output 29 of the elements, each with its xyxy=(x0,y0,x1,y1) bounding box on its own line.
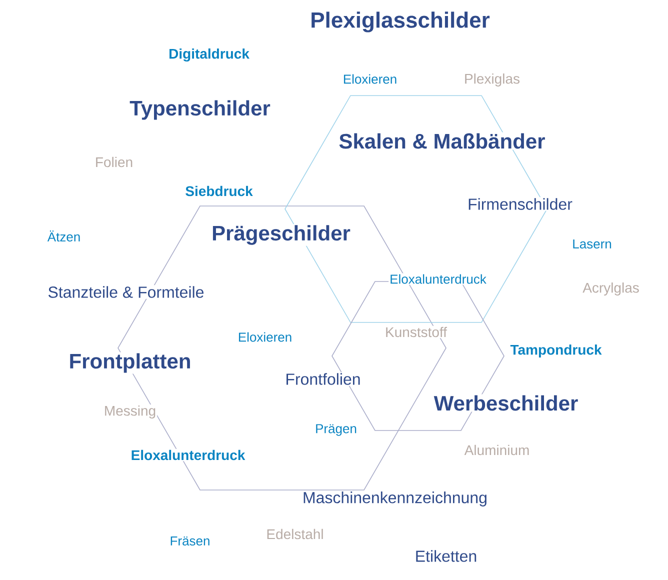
tag-word: Kunststoff xyxy=(384,326,448,338)
tag-word: Ätzen xyxy=(46,230,82,242)
tag-word: Firmenschilder xyxy=(466,197,574,211)
tag-word: Edelstahl xyxy=(265,528,325,540)
tag-word: Skalen & Maßbänder xyxy=(338,132,546,150)
tag-word: Plexiglasschilder xyxy=(309,10,491,34)
tag-word: Prägen xyxy=(314,423,358,437)
tag-word: Stanzteile & Formteile xyxy=(46,285,206,299)
tag-word: Eloxalunterdruck xyxy=(130,448,246,462)
tag-word: Prägeschilder xyxy=(210,224,352,246)
tag-word: Tampondruck xyxy=(509,343,603,359)
tag-word: Frontfolien xyxy=(284,372,362,386)
tag-word: Etiketten xyxy=(414,549,478,563)
tag-word: Acrylglas xyxy=(582,281,640,297)
tag-word: Aluminium xyxy=(463,444,531,456)
tag-word: Folien xyxy=(94,156,134,168)
tag-word: Eloxalunterdruck xyxy=(388,273,488,285)
tag-word: Fräsen xyxy=(168,535,212,547)
tag-word: Siebdruck xyxy=(184,184,254,198)
tag-word: Digitaldruck xyxy=(168,47,250,63)
tag-word: Typenschilder xyxy=(128,99,272,121)
tag-word: Messing xyxy=(102,404,158,420)
tag-word: Plexiglas xyxy=(463,72,522,88)
tag-word: Frontplatten xyxy=(68,352,192,374)
tag-word: Eloxieren xyxy=(236,331,294,343)
tag-word: Maschinenkennzeichnung xyxy=(302,490,489,508)
tag-word: Werbeschilder xyxy=(432,394,580,412)
tag-word: Eloxieren xyxy=(342,73,398,85)
tag-word: Lasern xyxy=(571,238,613,250)
